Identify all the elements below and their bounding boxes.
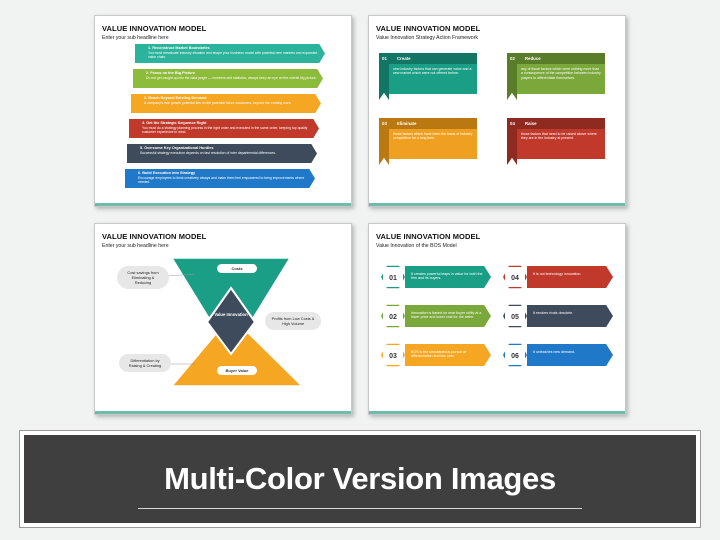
buyer-value-triangle (170, 314, 304, 387)
bos-item-text: It unleashes new demand. (527, 344, 613, 366)
bos-item: Innovation is based on near buyer utilit… (381, 304, 493, 328)
slide-title: VALUE INNOVATION MODEL (102, 24, 207, 33)
value-innovation-label: Value Innovation (214, 312, 248, 317)
bos-item: It creates powerful leaps in value for b… (381, 265, 493, 289)
ribbon-text: Encourage employees to think creatively … (138, 176, 305, 184)
box-text: those factors that need to be raised abo… (517, 129, 605, 159)
ribbon-text: Do not get caught up into the data jungl… (146, 76, 317, 80)
thumbnail-bos-model[interactable]: VALUE INNOVATION MODEL Value Innovation … (368, 223, 626, 415)
box-label: Reduce (524, 56, 541, 61)
ribbon-title: 2. Focus on the Big Picture (146, 71, 195, 75)
box-text: any of those factors which were nothing … (517, 64, 605, 94)
differentiation-note: Differentiation by Raising & Creating (119, 354, 171, 372)
bos-item-text: It renders rivals obsolete. (527, 305, 613, 327)
strategy-action-box: 04 Raise those factors that need to be rai… (507, 118, 605, 168)
bos-item-number: 02 (381, 304, 405, 328)
bos-item-number: 06 (503, 343, 527, 367)
banner-title: Multi-Color Version Images (164, 461, 556, 496)
box-header: 03 Eliminate (379, 118, 477, 129)
strategy-action-box: 02 Reduce any of those factors which were … (507, 53, 605, 103)
cost-savings-note: Cost savings from Eliminating & Reducing (117, 266, 169, 289)
slide-subtitle: Enter your sub headline here (102, 243, 169, 249)
box-text: new industry factors that can generate v… (389, 64, 477, 94)
bos-item-number: 05 (503, 304, 527, 328)
strategy-action-box: 01 Create new industry factors that can ge… (379, 53, 477, 103)
profits-note: Profits from Low Costs & High Volume (265, 312, 321, 330)
box-number: 02 (510, 56, 515, 61)
box-text: those factors which have been the basis … (389, 129, 477, 159)
box-tail (379, 64, 389, 100)
thumbnail-ribbon-list[interactable]: VALUE INNOVATION MODEL Enter your sub he… (94, 15, 352, 207)
bos-item: It is not technology innovation.04 (503, 265, 615, 289)
bos-item: BOS is the simultaneous pursuit of diffe… (381, 343, 493, 367)
thumbnail-action-framework[interactable]: VALUE INNOVATION MODEL Value Innovation … (368, 15, 626, 207)
box-tail (507, 64, 517, 100)
ribbon-title: 1. Reconstruct Market Boundaries (148, 46, 210, 50)
bos-item-text: It is not technology innovation. (527, 266, 613, 288)
ribbon-text: You must reevaluate industry situation a… (148, 51, 318, 59)
box-label: Raise (524, 121, 537, 126)
thumbnail-triangle-model[interactable]: VALUE INNOVATION MODEL Enter your sub he… (94, 223, 352, 415)
buyer-value-label: Buyer Value (217, 366, 257, 375)
bos-item-text: It creates powerful leaps in value for b… (405, 266, 491, 288)
bos-item: It renders rivals obsolete.05 (503, 304, 615, 328)
box-number: 03 (382, 121, 387, 126)
strategy-action-box: 03 Eliminate those factors which have been… (379, 118, 477, 168)
ribbon-text: You must do a strategy planning process … (142, 126, 308, 134)
slide-title: VALUE INNOVATION MODEL (376, 24, 481, 33)
box-header: 01 Create (379, 53, 477, 64)
bos-item-text: BOS is the simultaneous pursuit of diffe… (405, 344, 491, 366)
costs-label: Costs (217, 264, 257, 273)
bos-item-number: 03 (381, 343, 405, 367)
bos-item: It unleashes new demand.06 (503, 343, 615, 367)
bos-item-number: 04 (503, 265, 527, 289)
box-header: 02 Reduce (507, 53, 605, 64)
ribbon-title: 5. Overcome Key Organizational Hurdles (140, 146, 214, 150)
box-label: Eliminate (396, 121, 417, 126)
ribbon-title: 3. Reach Beyond Existing Demand (144, 96, 207, 100)
box-header: 04 Raise (507, 118, 605, 129)
box-tail (507, 129, 517, 165)
ribbon-title: 4. Get the Strategic Sequence Right (142, 121, 207, 125)
box-tail (379, 129, 389, 165)
bos-item-number: 01 (381, 265, 405, 289)
ribbon-text: A company's true growth potential lies o… (144, 101, 292, 105)
box-label: Create (396, 56, 411, 61)
ribbon-text: Successful strategy execution depends on… (140, 151, 277, 155)
value-innovation-diamond (205, 286, 257, 356)
slide-title: VALUE INNOVATION MODEL (376, 232, 481, 241)
slide-subtitle: Enter your sub headline here (102, 35, 169, 41)
box-number: 01 (382, 56, 387, 61)
slide-subtitle: Value Innovation Strategy Action Framewo… (376, 35, 478, 41)
ribbon-title: 6. Build Execution into Strategy (138, 171, 196, 175)
slide-title: VALUE INNOVATION MODEL (102, 232, 207, 241)
section-banner: Multi-Color Version Images (19, 430, 701, 528)
box-number: 04 (510, 121, 515, 126)
triangle-diagram (166, 257, 304, 387)
bos-item-text: Innovation is based on near buyer utilit… (405, 305, 491, 327)
banner-divider (138, 508, 582, 509)
slide-subtitle: Value Innovation of the BOS Model (376, 243, 457, 249)
